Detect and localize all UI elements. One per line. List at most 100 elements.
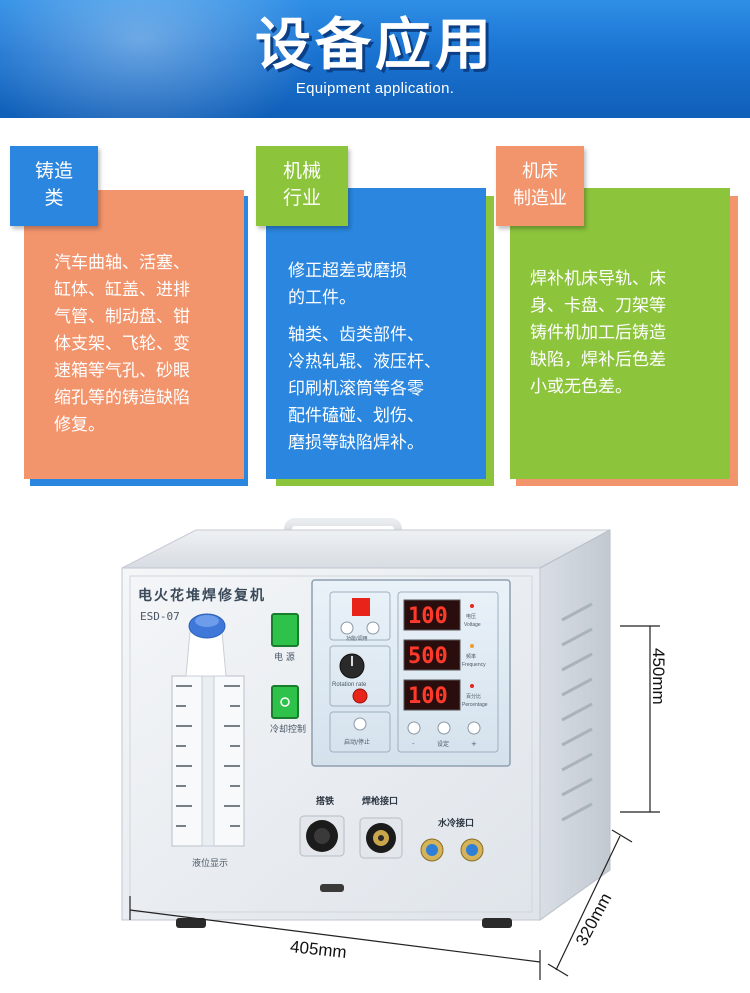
percentage-display: 100 百分比 Percentage [403, 679, 488, 711]
card-line: 小或无色差。 [530, 377, 632, 397]
card-line: 磨损等缺陷焊补。 [288, 433, 424, 453]
percentage-value: 100 [408, 684, 448, 709]
card-line: 缺陷，焊补后色差 [530, 350, 666, 370]
plus-button[interactable] [467, 721, 481, 735]
case-foot [482, 918, 512, 928]
card-line: 轴类、齿类部件、 [288, 325, 424, 345]
start-stop-button[interactable] [353, 717, 367, 731]
card-line: 焊补机床导轨、床 [530, 269, 666, 289]
card-body [24, 190, 244, 479]
level-label: 液位显示 [192, 857, 228, 869]
panel-left-frame [329, 645, 391, 707]
ground-port[interactable] [299, 815, 345, 857]
page-subtitle: Equipment application. [295, 80, 455, 97]
machine-name: 电火花堆焊修复机 [138, 587, 266, 604]
panel-left-frame [329, 711, 391, 753]
frequency-en: Frequency [462, 662, 486, 668]
page-title: 设备应用 [255, 13, 495, 78]
card-gap [288, 312, 486, 322]
card-line: 体支架、飞轮、变 [54, 334, 190, 354]
card-line: 配件磕碰、划伤、 [288, 406, 424, 426]
case-foot [320, 884, 344, 892]
front-inset [129, 575, 533, 913]
rotation-direction-button[interactable] [352, 688, 368, 704]
card-text: 汽车曲轴、活塞、 缸体、缸盖、进排 气管、制动盘、钳 体支架、飞轮、变 速箱等气… [54, 250, 244, 439]
card-line: 修复。 [54, 415, 105, 435]
voltage-en: Voltage [464, 622, 481, 628]
water-port-out[interactable] [460, 838, 484, 862]
card-tag: 铸造 类 [10, 146, 98, 226]
ground-label: 搭铁 [316, 795, 334, 807]
start-stop-label: 启动/停止 [344, 738, 370, 746]
minus-label: - [412, 740, 415, 748]
header-banner: 设备应用 Equipment application. [0, 0, 750, 118]
card-tag: 机床 制造业 [496, 146, 584, 226]
card-tag-line: 行业 [282, 187, 321, 209]
voltage-display: 100 电压 Voltage [403, 599, 481, 631]
card-text: 焊补机床导轨、床 身、卡盘、刀架等 铸件机加工后铸造 缺陷，焊补后色差 小或无色… [530, 266, 730, 401]
percentage-cn: 百分比 [466, 693, 481, 700]
power-switch[interactable] [271, 613, 299, 647]
cooling-label: 冷却控制 [270, 723, 306, 735]
torch-port[interactable] [359, 817, 403, 859]
case-side [539, 529, 611, 921]
function-button[interactable] [340, 621, 354, 635]
function-label: 功能/调用 [346, 635, 368, 642]
card-machinery: 机械 行业 修正超差或磨损 的工件。 轴类、齿类部件、 冷热轧辊、液压杆、 印刷… [256, 146, 496, 491]
card-line: 身、卡盘、刀架等 [530, 296, 666, 316]
card-line: 速箱等气孔、砂眼 [54, 361, 190, 381]
banner-flare [0, 0, 320, 118]
case-top [121, 529, 611, 569]
card-text: 修正超差或磨损 的工件。 轴类、齿类部件、 冷热轧辊、液压杆、 印刷机滚筒等各零… [288, 258, 486, 457]
card-line: 气管、制动盘、钳 [54, 307, 190, 327]
card-machine-tool: 机床 制造业 焊补机床导轨、床 身、卡盘、刀架等 铸件机加工后铸造 缺陷，焊补后… [496, 146, 740, 491]
cooling-switch[interactable] [271, 685, 299, 719]
card-body [266, 188, 486, 479]
card-tag-line: 制造业 [513, 188, 567, 209]
card-tag: 机械 行业 [256, 146, 348, 226]
frequency-cn: 频率 [466, 653, 476, 660]
card-line: 印刷机滚筒等各零 [288, 379, 424, 399]
card-line: 铸件机加工后铸造 [530, 323, 666, 343]
voltage-value: 100 [408, 604, 448, 629]
water-label: 水冷接口 [438, 817, 474, 829]
card-casting: 铸造 类 汽车曲轴、活塞、 缸体、缸盖、进排 气管、制动盘、钳 体支架、飞轮、变… [10, 146, 250, 491]
card-tag-line: 机械 [282, 160, 321, 182]
function-button[interactable] [366, 621, 380, 635]
card-line: 缸体、缸盖、进排 [54, 280, 190, 300]
card-line: 汽车曲轴、活塞、 [54, 253, 190, 273]
card-tag-line: 机床 [522, 161, 558, 182]
water-port-in[interactable] [420, 838, 444, 862]
height-label: 450mm [649, 648, 668, 705]
width-dimension [129, 896, 541, 980]
minus-button[interactable] [407, 721, 421, 735]
frequency-display: 500 频率 Frequency [403, 639, 486, 671]
frequency-value: 500 [408, 644, 448, 669]
rotation-label: Rotation rate [332, 682, 367, 688]
side-vents [561, 602, 593, 822]
power-label: 电 源 [274, 651, 295, 663]
card-tag-line: 类 [44, 187, 64, 209]
height-dimension [620, 625, 660, 813]
set-label: 设定 [437, 740, 449, 748]
gauge-ticks [176, 685, 240, 827]
cooling-switch-mark [280, 697, 290, 707]
case-foot [176, 918, 206, 928]
level-gauge [171, 613, 245, 847]
machine-model: ESD-07 [140, 610, 180, 623]
mode-indicator [352, 598, 370, 616]
card-tag-line: 铸造 [34, 160, 73, 182]
percentage-en: Percentage [462, 702, 488, 708]
card-line: 的工件。 [288, 288, 356, 308]
card-line: 缩孔等的铸造缺陷 [54, 388, 190, 408]
voltage-cn: 电压 [466, 613, 476, 620]
card-line: 冷热轧辊、液压杆、 [288, 352, 441, 372]
card-line: 修正超差或磨损 [288, 261, 407, 281]
panel-left-frame [329, 591, 391, 641]
set-button[interactable] [437, 721, 451, 735]
machine-illustration: 电火花堆焊修复机 ESD-07 液位显示 电 源 冷却控制 功能/调用 Rota… [121, 518, 660, 980]
depth-dimension [547, 829, 633, 977]
plus-label: + [471, 740, 477, 748]
panel-right-frame [397, 591, 499, 753]
card-body [510, 188, 730, 479]
